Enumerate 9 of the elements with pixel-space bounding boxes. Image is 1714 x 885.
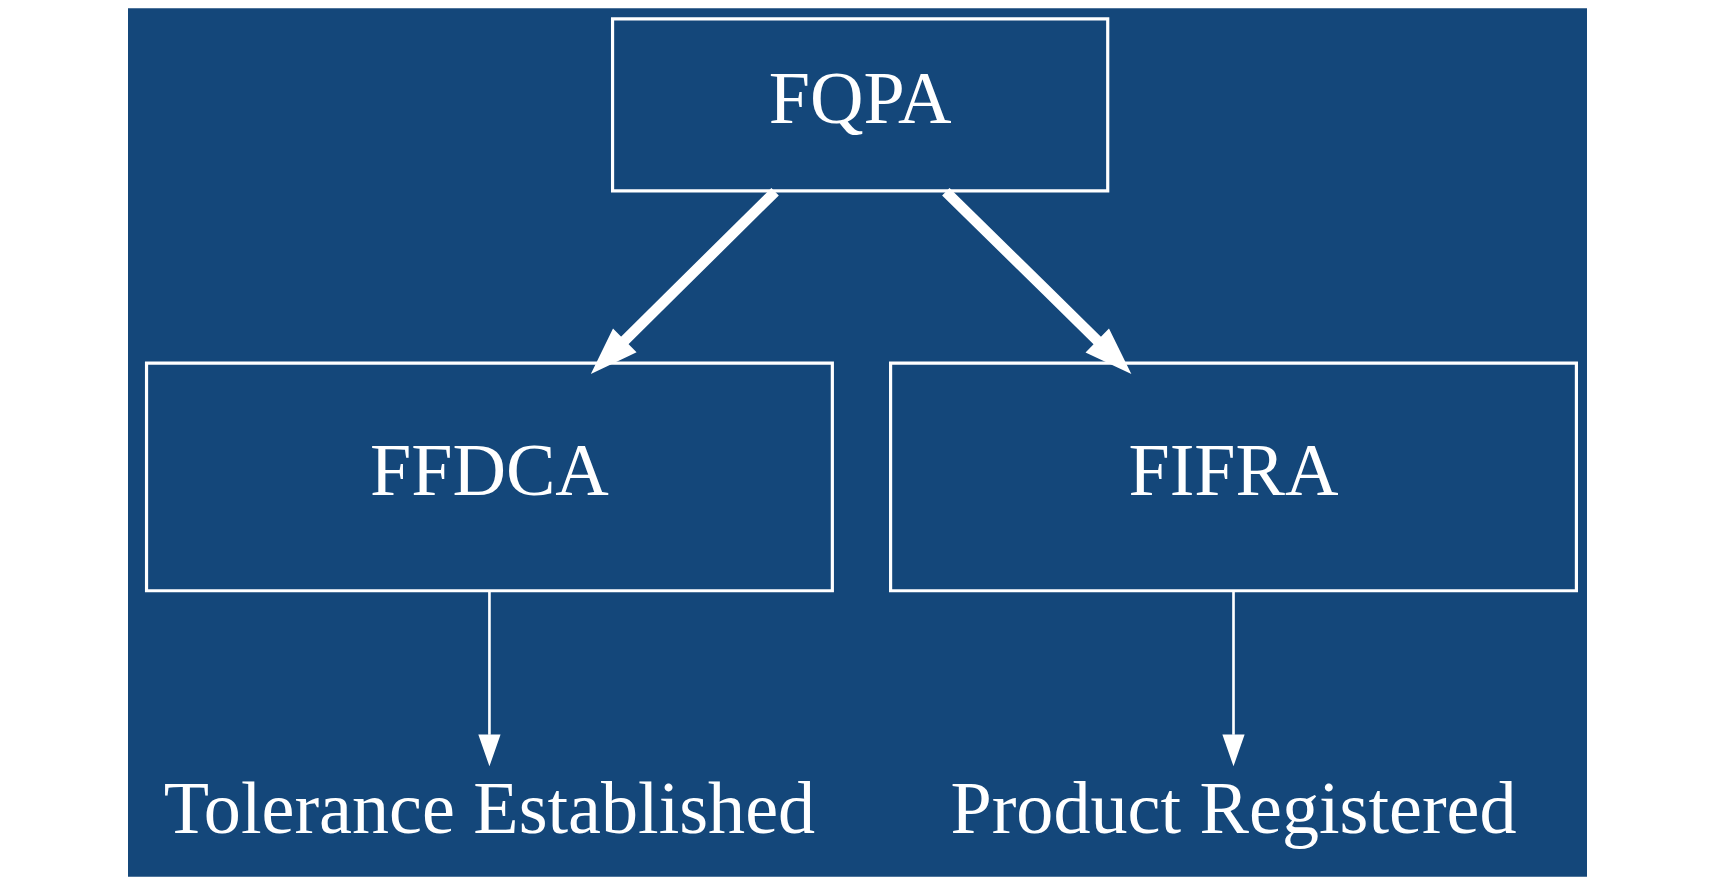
arrow xyxy=(477,591,501,767)
node-box: FQPA xyxy=(610,17,1109,193)
arrow xyxy=(941,187,1131,374)
arrow xyxy=(590,187,779,374)
node-text: Product Registered xyxy=(949,766,1517,849)
node-box: FIFRA xyxy=(888,361,1578,593)
node-box: FFDCA xyxy=(144,361,834,593)
node-text: Tolerance Established xyxy=(163,766,815,849)
arrow xyxy=(1221,591,1245,767)
